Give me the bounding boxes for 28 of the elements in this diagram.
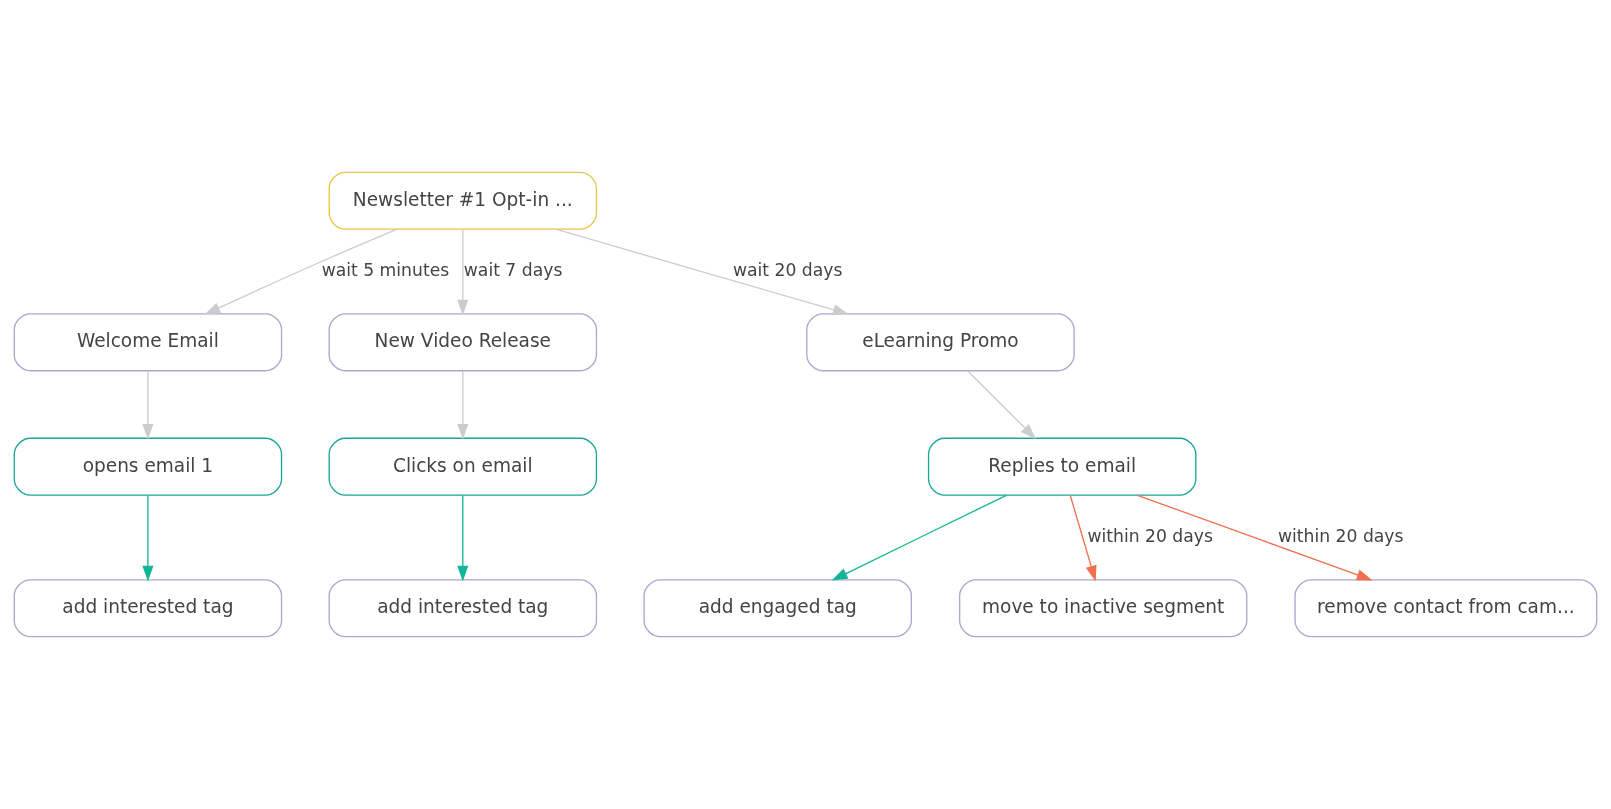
node-box: eLearning Promo <box>806 313 1075 372</box>
node-box: opens email 1 <box>13 437 283 496</box>
arrow <box>1069 494 1097 582</box>
node-box: remove contact from cam... <box>1294 579 1598 638</box>
node-box: move to inactive segment <box>959 579 1248 638</box>
arrow <box>555 228 849 316</box>
edge-label: wait 5 minutes <box>321 260 450 281</box>
node-box: Clicks on email <box>328 437 598 496</box>
edge-label: wait 20 days <box>732 260 843 281</box>
node-box: add engaged tag <box>643 579 912 638</box>
node-box: Welcome Email <box>13 313 283 372</box>
arrow <box>204 228 398 315</box>
node-box: add interested tag <box>328 579 598 638</box>
arrow <box>457 494 469 582</box>
arrow <box>457 370 469 440</box>
node-box: New Video Release <box>328 313 598 372</box>
arrow <box>967 370 1037 440</box>
node-box: Newsletter #1 Opt-in ... <box>328 171 598 230</box>
arrow <box>1136 494 1373 581</box>
arrow <box>831 494 1007 581</box>
arrow <box>142 370 154 440</box>
node-box: Replies to email <box>927 437 1197 496</box>
edge-label: wait 7 days <box>463 260 563 281</box>
node-box: add interested tag <box>13 579 283 638</box>
edge-label: within 20 days <box>1277 525 1404 546</box>
edge-label: within 20 days <box>1087 525 1213 546</box>
arrow <box>142 494 154 582</box>
arrow <box>457 228 469 316</box>
